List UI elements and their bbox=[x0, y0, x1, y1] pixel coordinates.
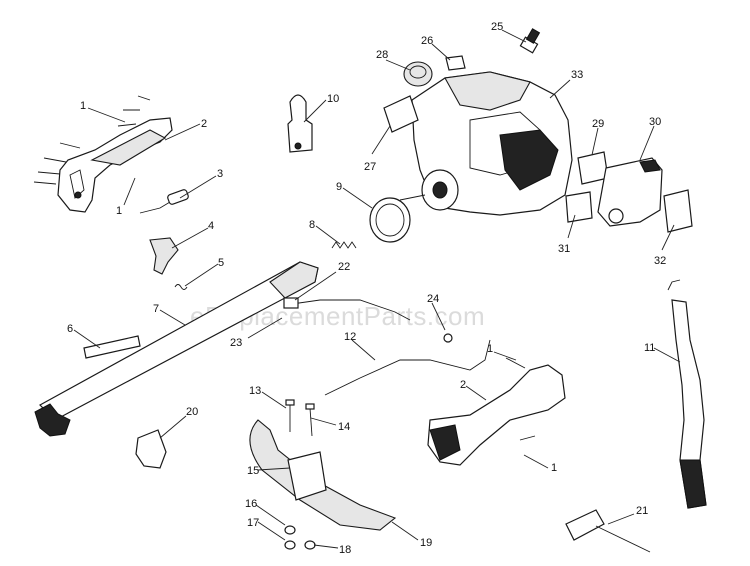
part-decal-26 bbox=[445, 55, 466, 71]
callout-20: 20 bbox=[186, 406, 198, 418]
part-handle-housing bbox=[57, 117, 173, 213]
callout-15: 15 bbox=[247, 465, 259, 477]
part-clutch-spring bbox=[331, 241, 357, 249]
callout-29: 29 bbox=[592, 118, 604, 130]
part-drive-shaft-tube bbox=[34, 261, 319, 437]
part-bolt-13 bbox=[285, 399, 295, 432]
leader-lines bbox=[73, 29, 681, 549]
callout-11: 11 bbox=[644, 342, 655, 354]
callout-4: 4 bbox=[208, 220, 214, 232]
part-fuel-cap-28 bbox=[403, 61, 433, 87]
callout-9: 9 bbox=[336, 181, 342, 193]
callout-27: 27 bbox=[364, 161, 376, 173]
part-washer-16 bbox=[284, 525, 296, 535]
callout-2-lower: 2 bbox=[460, 379, 466, 391]
part-filter-plate-31 bbox=[565, 191, 593, 223]
callout-26: 26 bbox=[421, 35, 433, 47]
part-bolt-14 bbox=[305, 403, 315, 437]
part-bracket-15 bbox=[287, 451, 327, 501]
part-shoulder-strap bbox=[667, 279, 707, 509]
callout-24: 24 bbox=[427, 293, 439, 305]
callout-30: 30 bbox=[649, 116, 661, 128]
callout-25: 25 bbox=[491, 21, 503, 33]
callout-1-right: 1 bbox=[487, 343, 493, 355]
callout-6: 6 bbox=[67, 323, 73, 335]
part-filter-plate-32 bbox=[663, 189, 693, 233]
callout-1-left: 1 bbox=[116, 205, 122, 217]
part-lower-housing bbox=[427, 357, 566, 466]
callout-33: 33 bbox=[571, 69, 583, 81]
callout-27-28: 28 bbox=[376, 49, 388, 61]
callout-1-top: 1 bbox=[80, 100, 86, 112]
part-clutch-ring bbox=[369, 197, 411, 243]
callout-3: 3 bbox=[217, 168, 223, 180]
callout-17: 17 bbox=[247, 517, 259, 529]
callout-1-bottom: 1 bbox=[551, 462, 557, 474]
part-clamp-20 bbox=[135, 429, 167, 469]
part-decal-27 bbox=[383, 95, 419, 133]
part-wire-harness bbox=[283, 297, 411, 321]
callout-13: 13 bbox=[249, 385, 261, 397]
part-shaft-coupler bbox=[287, 94, 313, 153]
callout-8: 8 bbox=[309, 219, 315, 231]
part-screws-1-group bbox=[33, 95, 151, 185]
part-label-strip bbox=[83, 335, 141, 359]
callout-14: 14 bbox=[338, 421, 350, 433]
part-engine-assembly bbox=[399, 71, 573, 216]
part-wire-connector bbox=[139, 189, 189, 214]
part-small-spring bbox=[174, 284, 188, 290]
callout-16: 16 bbox=[245, 498, 257, 510]
callout-5: 5 bbox=[218, 257, 224, 269]
part-throttle-cable bbox=[324, 339, 491, 396]
callout-12: 12 bbox=[344, 331, 356, 343]
callout-2-top: 2 bbox=[201, 118, 207, 130]
part-nut-17 bbox=[284, 540, 296, 550]
callout-18: 18 bbox=[339, 544, 351, 556]
callout-32: 32 bbox=[654, 255, 666, 267]
callout-labels: 1 2 1 3 4 5 6 7 8 9 10 11 12 13 14 15 16… bbox=[67, 21, 666, 556]
callout-19: 19 bbox=[420, 537, 432, 549]
part-clip-24 bbox=[443, 333, 453, 343]
callout-31: 31 bbox=[558, 243, 570, 255]
part-air-cover-30 bbox=[597, 157, 663, 227]
part-nut-18 bbox=[304, 540, 316, 550]
part-throttle-trigger bbox=[149, 237, 179, 275]
callout-22: 22 bbox=[338, 261, 350, 273]
callout-10: 10 bbox=[327, 93, 339, 105]
callout-7: 7 bbox=[153, 303, 159, 315]
callout-23: 23 bbox=[230, 337, 242, 349]
callout-21: 21 bbox=[636, 505, 648, 517]
part-plug-wrench bbox=[565, 509, 651, 553]
